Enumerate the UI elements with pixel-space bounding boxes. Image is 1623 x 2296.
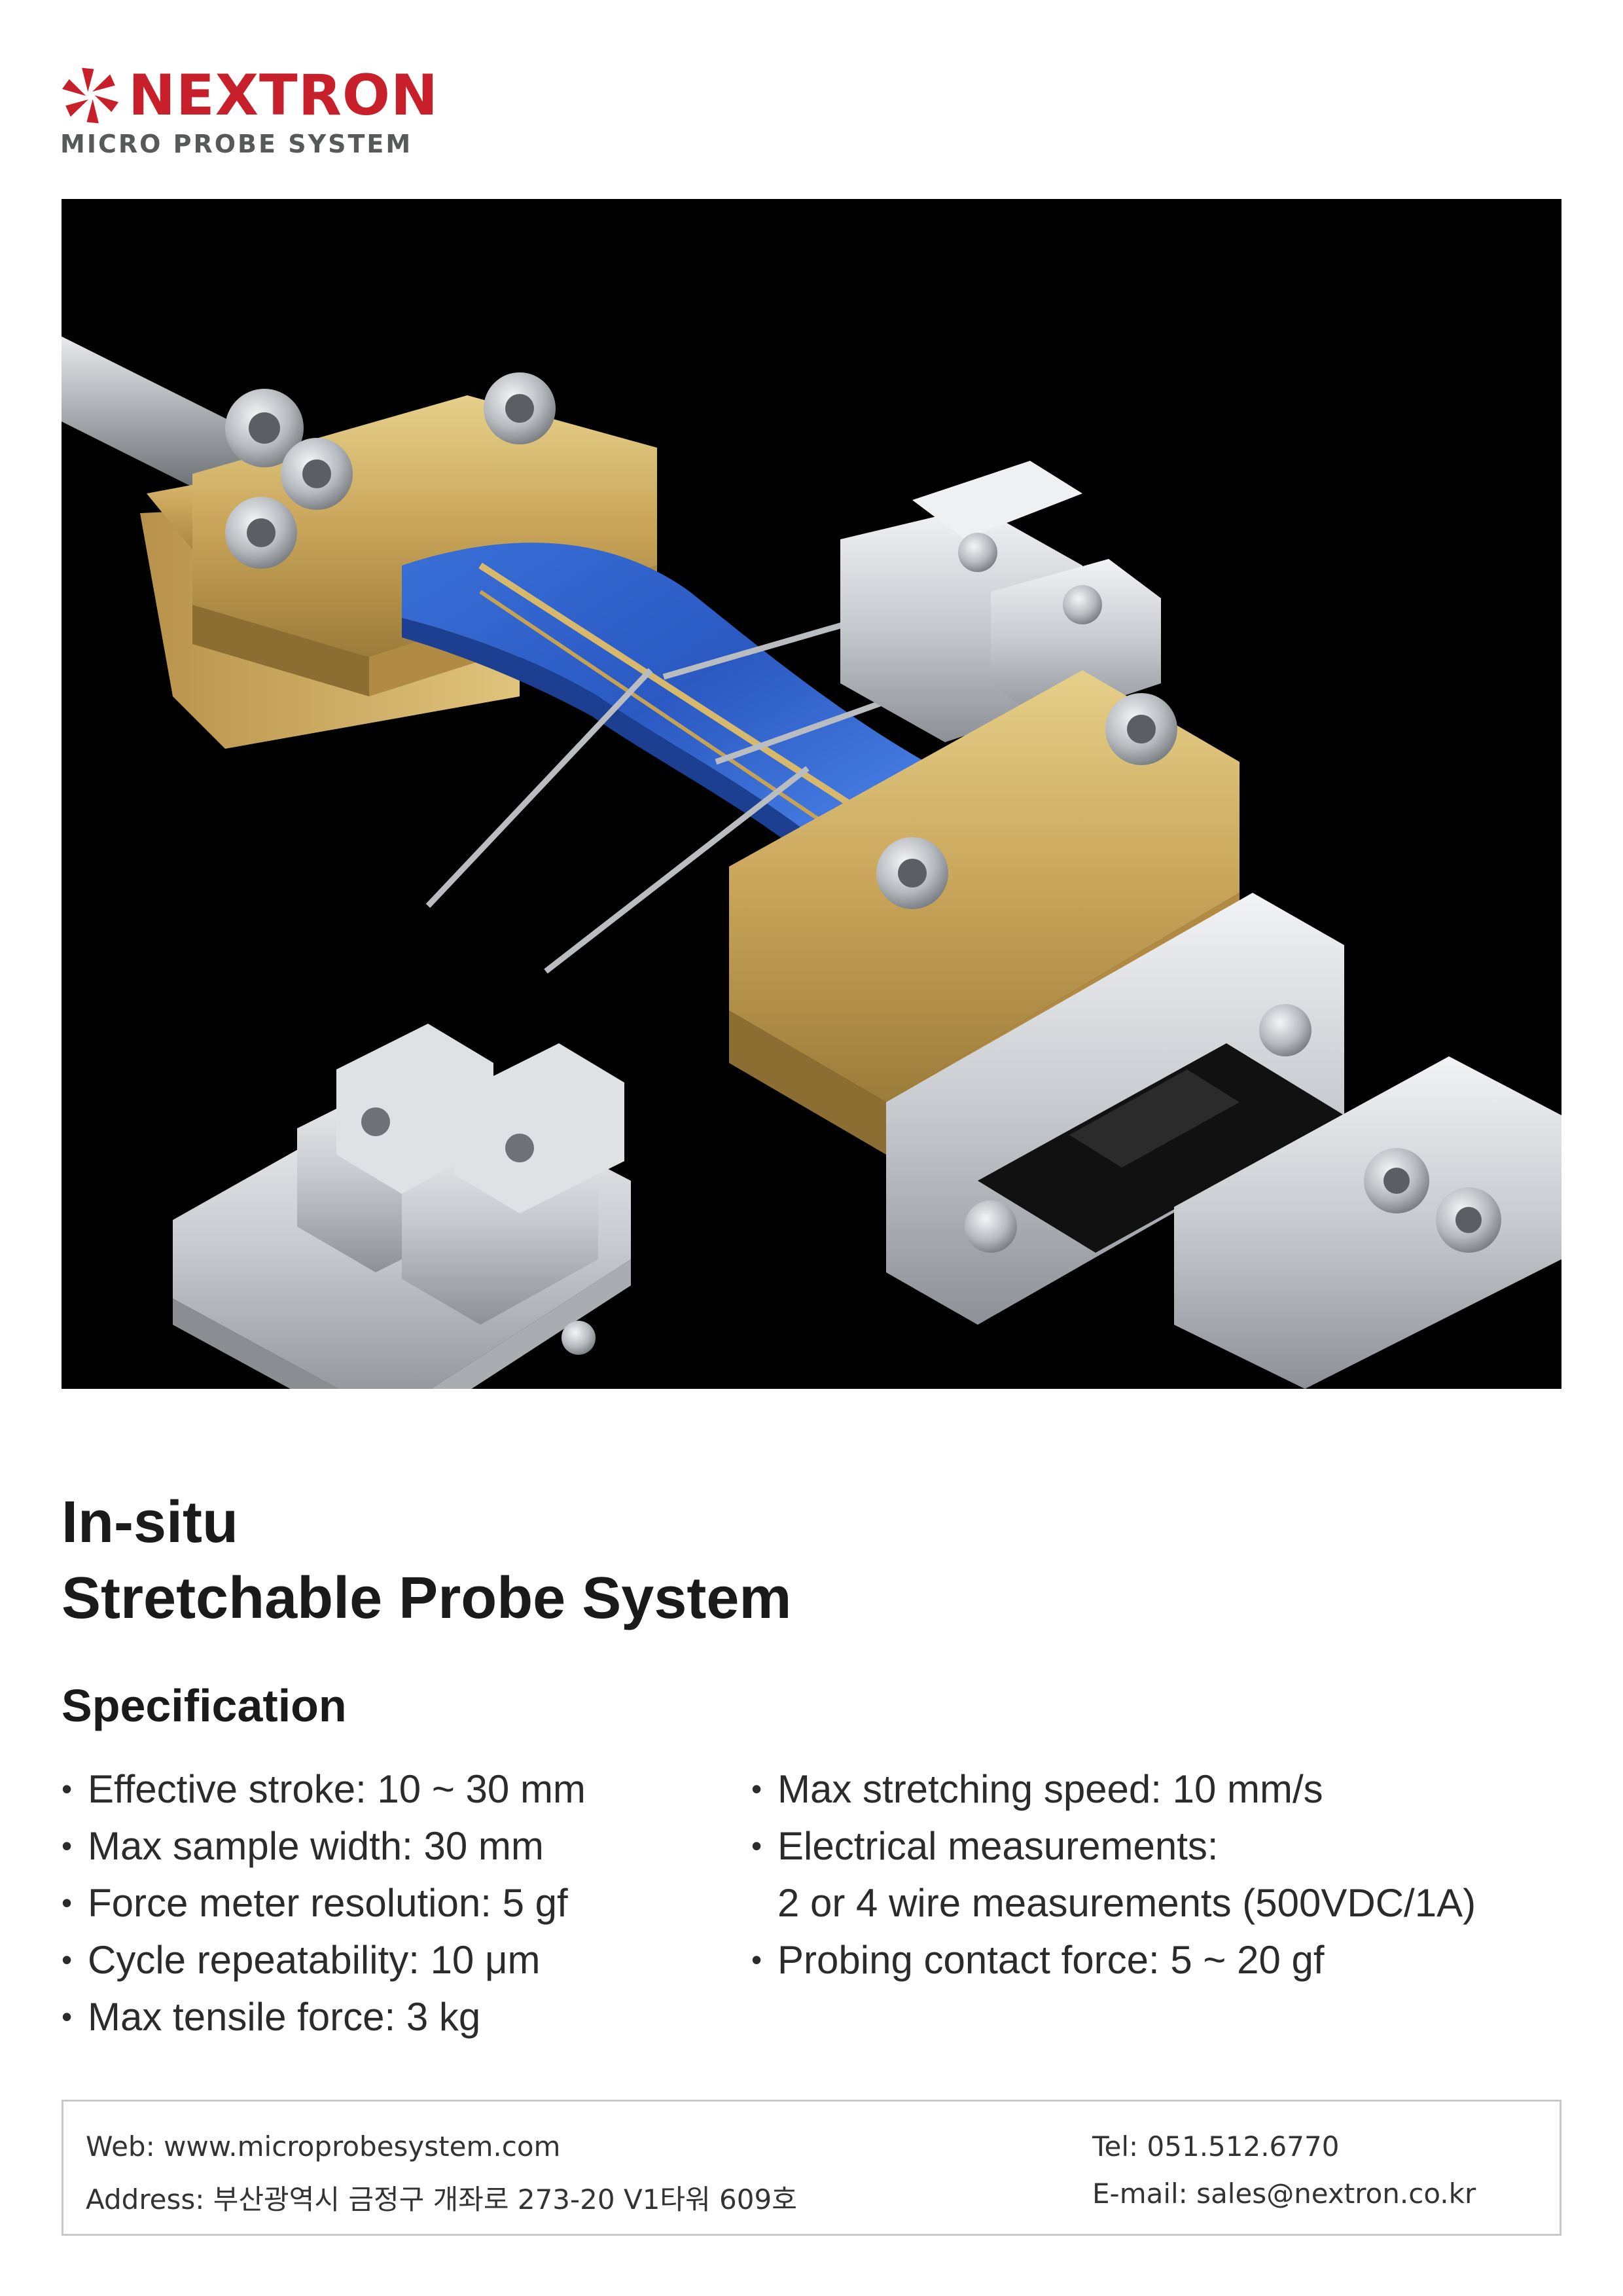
spec-item: •Cycle repeatability: 10 μm (62, 1931, 729, 1988)
spec-item: •Electrical measurements: (751, 1818, 1576, 1874)
footer-tel: Tel: 051.512.6770 (1092, 2130, 1340, 2162)
spec-list-right: •Max stretching speed: 10 mm/s •Electric… (751, 1761, 1576, 1988)
spec-item: •Probing contact force: 5 ~ 20 gf (751, 1931, 1576, 1988)
product-render-illustration (62, 336, 1561, 1389)
nextron-star-icon (62, 67, 119, 124)
brand-tagline: MICRO PROBE SYSTEM (60, 130, 413, 158)
spec-list-left: •Effective stroke: 10 ~ 30 mm •Max sampl… (62, 1761, 729, 2045)
bullet-icon: • (62, 2000, 73, 2034)
bullet-icon: • (62, 1886, 73, 1920)
footer-email: E-mail: sales@nextron.co.kr (1092, 2178, 1476, 2210)
brand-logo: NEXTRON MICRO PROBE SYSTEM (59, 63, 478, 158)
footer-web: Web: www.microprobesystem.com (86, 2130, 561, 2162)
footer-address: Address: 부산광역시 금정구 개좌로 273-20 V1타워 609호 (86, 2183, 797, 2215)
spec-heading: Specification (62, 1680, 347, 1731)
spec-item: •Max stretching speed: 10 mm/s (751, 1761, 1576, 1818)
bullet-icon: • (62, 1943, 73, 1977)
bullet-icon: • (751, 1829, 762, 1863)
bullet-icon: • (751, 1772, 762, 1806)
spec-item-continuation: 2 or 4 wire measurements (500VDC/1A) (777, 1881, 1476, 1925)
spec-item: •Max tensile force: 3 kg (62, 1988, 729, 2045)
spec-item: •Max sample width: 30 mm (62, 1818, 729, 1874)
contact-footer: Web: www.microprobesystem.com Address: 부… (62, 2100, 1561, 2236)
product-title-line-2: Stretchable Probe System (62, 1566, 792, 1631)
product-title-line-1: In-situ (62, 1490, 238, 1555)
brand-name: NEXTRON (128, 63, 438, 128)
bullet-icon: • (62, 1772, 73, 1806)
bullet-icon: • (62, 1829, 73, 1863)
spec-item: •Force meter resolution: 5 gf (62, 1874, 729, 1931)
bullet-icon: • (751, 1943, 762, 1977)
product-title: In-situ Stretchable Probe System (62, 1484, 791, 1636)
spec-item: •Effective stroke: 10 ~ 30 mm (62, 1761, 729, 1818)
hero-image (62, 199, 1561, 1389)
